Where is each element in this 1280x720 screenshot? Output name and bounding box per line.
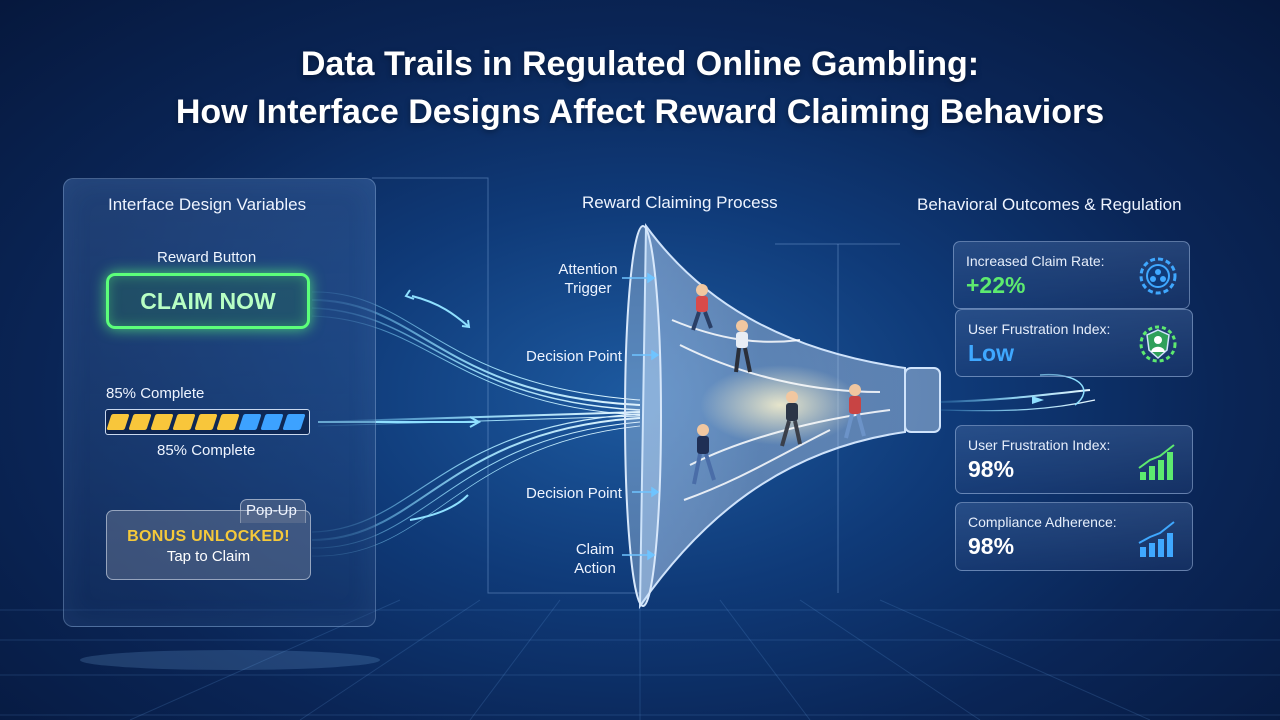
- outcome-card-claim-rate: Increased Claim Rate: +22%: [953, 241, 1190, 309]
- progress-segment: [172, 414, 196, 430]
- stage-line: Action: [574, 560, 616, 577]
- reward-button-label: Reward Button: [157, 249, 257, 266]
- progress-bar: [105, 409, 310, 435]
- stage-line: Claim: [575, 541, 615, 558]
- progress-segment: [216, 414, 240, 430]
- progress-segment: [128, 414, 152, 430]
- progress-segment: [106, 414, 130, 430]
- stage-line: Attention: [558, 261, 618, 278]
- popup-tab: [240, 499, 306, 523]
- progress-segment: [238, 414, 262, 430]
- card-label: User Frustration Index:: [968, 321, 1111, 337]
- title-line-2: How Interface Designs Affect Reward Clai…: [175, 93, 1105, 131]
- card-value: 98%: [968, 533, 1015, 559]
- tap-to-claim-link[interactable]: Tap to Claim: [166, 548, 251, 565]
- card-label: Increased Claim Rate:: [966, 253, 1105, 269]
- progress-segment: [282, 414, 306, 430]
- card-label: Compliance Adherence:: [968, 514, 1117, 530]
- walking-people: [691, 284, 866, 485]
- outcome-card-compliance: Compliance Adherence: 98%: [955, 502, 1193, 571]
- person-icon: [734, 320, 752, 373]
- title-line-1: Data Trails in Regulated Online Gambling…: [300, 45, 980, 83]
- person-icon: [692, 424, 716, 485]
- panel-heading-interface: Interface Design Variables: [108, 195, 307, 214]
- stage-arrows: [622, 272, 660, 561]
- progress-segment: [150, 414, 174, 430]
- progress-segment: [194, 414, 218, 430]
- stage-label-decision-2: Decision Point: [526, 485, 622, 502]
- card-value: Low: [968, 340, 1014, 366]
- blue-bar-chart-icon: [1138, 521, 1175, 557]
- popup-title: BONUS UNLOCKED!: [127, 528, 290, 545]
- person-icon: [691, 284, 713, 331]
- stage-line: Trigger: [564, 280, 612, 297]
- funnel-frame: [372, 177, 900, 594]
- stage-label-decision-1: Decision Point: [526, 348, 622, 365]
- outcome-card-frustration-low: User Frustration Index: Low: [955, 309, 1193, 377]
- progress-label-bottom: 85% Complete: [157, 442, 256, 459]
- funnel-shape: [624, 222, 941, 610]
- stage-label-attention: Attention Trigger: [548, 260, 628, 298]
- popup-tag-label: Pop-Up: [246, 502, 297, 519]
- panel-heading-outcomes: Behavioral Outcomes & Regulation: [917, 195, 1182, 214]
- person-icon: [844, 384, 866, 439]
- claim-now-button[interactable]: CLAIM NOW: [106, 273, 310, 329]
- person-icon: [780, 391, 802, 447]
- stage-label-claim-action: Claim Action: [560, 540, 630, 578]
- progress-segment: [260, 414, 284, 430]
- page-title: Data Trails in Regulated Online Gambling…: [0, 40, 1280, 136]
- progress-label-top: 85% Complete: [106, 385, 205, 402]
- output-stream: [939, 373, 1096, 412]
- outcome-card-frustration-98: User Frustration Index: 98%: [955, 425, 1193, 494]
- interface-design-panel: [63, 178, 376, 627]
- card-value: 98%: [968, 456, 1015, 482]
- bonus-popup[interactable]: [106, 510, 311, 580]
- shield-person-icon: [1139, 325, 1177, 363]
- network-gear-icon: [1139, 257, 1177, 295]
- rising-bar-chart-icon: [1138, 444, 1175, 480]
- card-label: User Frustration Index:: [968, 437, 1111, 453]
- card-value: +22%: [966, 272, 1026, 298]
- panel-heading-process: Reward Claiming Process: [582, 193, 778, 212]
